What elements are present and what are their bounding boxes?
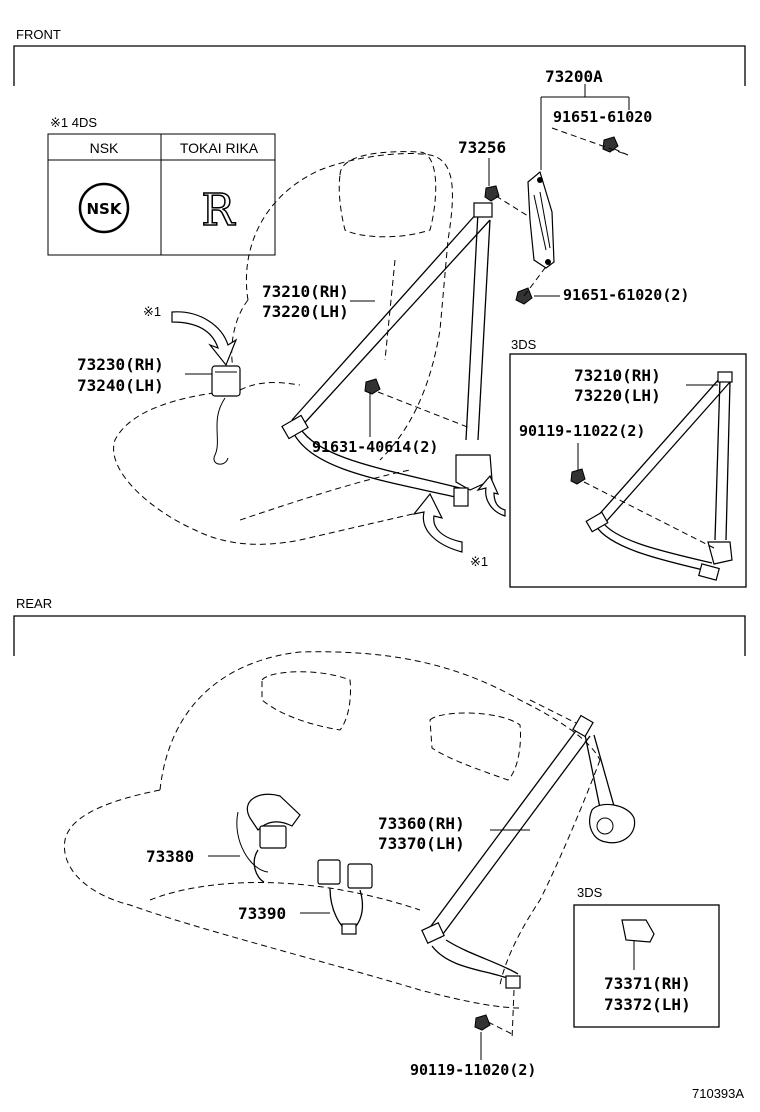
rear-leader-lines bbox=[208, 829, 530, 1060]
inset-3ds-rear bbox=[573, 904, 720, 1028]
inset-part-73210-rh: 73210(RH) bbox=[574, 366, 661, 385]
nut-73256-icon bbox=[484, 185, 500, 202]
inset-3ds-front-label: 3DS bbox=[511, 337, 537, 352]
part-73200a: 73200A bbox=[545, 67, 603, 86]
diagram-id: 710393A bbox=[692, 1086, 744, 1101]
svg-text:R: R bbox=[201, 185, 236, 236]
table-header-nsk: NSK bbox=[90, 140, 119, 156]
nsk-logo-icon: NSK bbox=[78, 182, 130, 234]
inset-3ds-rear-label: 3DS bbox=[577, 885, 603, 900]
rear-outer-seat-belt bbox=[421, 714, 636, 1041]
section-rear-label: REAR bbox=[16, 596, 52, 611]
spec-4ds-note: ※1 4DS bbox=[50, 115, 97, 130]
front-leader-lines bbox=[185, 84, 630, 437]
ref1-note-a: ※1 bbox=[143, 304, 161, 319]
part-73220-lh: 73220(LH) bbox=[262, 302, 349, 321]
buckle-wire bbox=[213, 397, 229, 465]
rear-buckle-73390-icon bbox=[317, 859, 373, 935]
bolt-91631-icon bbox=[364, 378, 381, 395]
part-73230-rh: 73230(RH) bbox=[77, 355, 164, 374]
part-73210-rh: 73210(RH) bbox=[262, 282, 349, 301]
inset-part-73220-lh: 73220(LH) bbox=[574, 386, 661, 405]
part-73371-rh: 73371(RH) bbox=[604, 974, 691, 993]
belt-retractor bbox=[455, 454, 493, 491]
rear-seat-outline bbox=[63, 651, 601, 1009]
retractor-base bbox=[453, 487, 469, 507]
part-73390: 73390 bbox=[238, 904, 286, 923]
rear-buckle-73380-icon bbox=[236, 793, 301, 883]
part-73360-rh: 73360(RH) bbox=[378, 814, 465, 833]
part-73370-lh: 73370(LH) bbox=[378, 834, 465, 853]
svg-text:NSK: NSK bbox=[87, 200, 123, 218]
inset-3ds-front bbox=[509, 353, 747, 588]
reference-arrow-2-icon bbox=[412, 474, 506, 553]
belt-anchor-upper bbox=[473, 202, 493, 218]
part-73240-lh: 73240(LH) bbox=[77, 376, 164, 395]
front-buckle-icon bbox=[211, 365, 241, 397]
part-73256: 73256 bbox=[458, 138, 506, 157]
manufacturer-table: NSK TOKAI RIKA NSK R bbox=[47, 133, 276, 256]
belt-tongue bbox=[281, 414, 309, 440]
part-91651-61020: 91651-61020 bbox=[553, 108, 652, 126]
bolt-90119-rear-icon bbox=[474, 1014, 491, 1031]
part-91631-40614: 91631-40614(2) bbox=[312, 438, 438, 456]
front-bracket bbox=[13, 45, 746, 86]
table-header-tokai-rika: TOKAI RIKA bbox=[180, 140, 259, 156]
inset-part-90119-11022: 90119-11022(2) bbox=[519, 422, 645, 440]
part-91651-61020-2: 91651-61020(2) bbox=[563, 286, 689, 304]
part-73372-lh: 73372(LH) bbox=[604, 995, 691, 1014]
tokai-rika-logo-icon: R bbox=[201, 184, 238, 237]
section-front-label: FRONT bbox=[16, 27, 61, 42]
part-90119-11020: 90119-11020(2) bbox=[410, 1061, 536, 1079]
part-73380: 73380 bbox=[146, 847, 194, 866]
front-seat-belt bbox=[213, 202, 493, 507]
rear-bracket bbox=[13, 615, 746, 656]
reference-arrow-1-icon bbox=[171, 311, 238, 367]
shoulder-adjuster-icon bbox=[527, 170, 555, 269]
ref1-note-b: ※1 bbox=[470, 554, 488, 569]
